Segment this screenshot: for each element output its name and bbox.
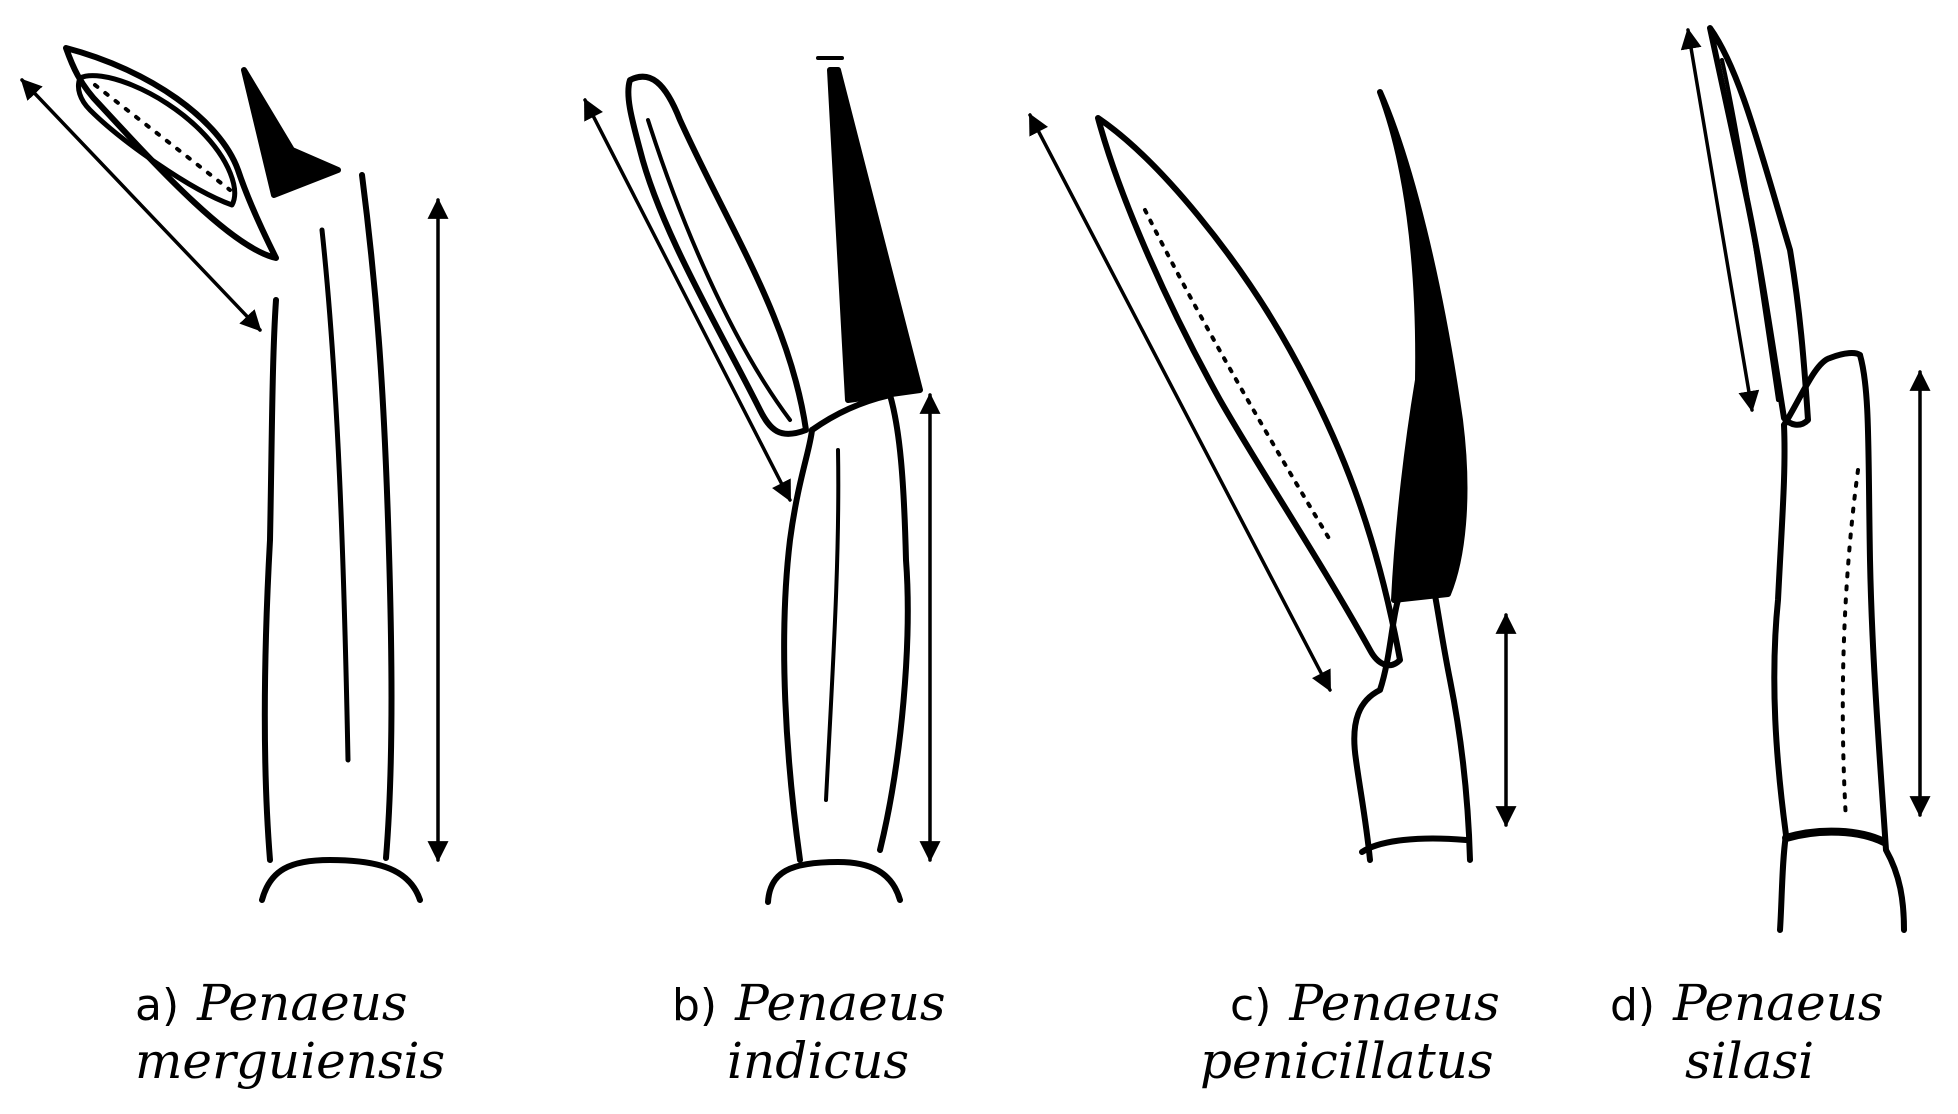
caption-d-letter: d) bbox=[1610, 980, 1655, 1031]
caption-c-species: penicillatus bbox=[1200, 1033, 1500, 1091]
panel-c-drawing bbox=[1030, 92, 1506, 860]
panel-a-base bbox=[262, 860, 420, 900]
panel-a-arrow-blade bbox=[22, 80, 260, 330]
caption-a-genus: Penaeus bbox=[197, 974, 407, 1032]
panel-b-inner-line bbox=[826, 450, 838, 800]
caption-b: b) Penaeus indicus bbox=[672, 975, 946, 1090]
caption-d: d) Penaeus silasi bbox=[1610, 975, 1884, 1090]
panel-d-dotted bbox=[1843, 470, 1858, 820]
panel-d-stalk-top bbox=[1784, 353, 1860, 425]
panel-b-drawing bbox=[585, 58, 930, 902]
caption-c-letter: c) bbox=[1230, 980, 1271, 1031]
panel-d-drawing bbox=[1688, 28, 1920, 930]
caption-b-species: indicus bbox=[672, 1033, 946, 1091]
caption-a-species: merguiensis bbox=[135, 1033, 445, 1091]
caption-a-letter: a) bbox=[135, 980, 179, 1031]
panel-c-base bbox=[1362, 839, 1466, 853]
panel-a-blade-inner bbox=[78, 76, 234, 205]
caption-d-genus: Penaeus bbox=[1673, 974, 1883, 1032]
caption-b-letter: b) bbox=[672, 980, 717, 1031]
panel-c-arrow-blade bbox=[1030, 115, 1330, 690]
caption-a: a) Penaeus merguiensis bbox=[135, 975, 445, 1090]
caption-c-genus: Penaeus bbox=[1289, 974, 1499, 1032]
caption-b-genus: Penaeus bbox=[735, 974, 945, 1032]
panel-b-spine-fill bbox=[830, 70, 920, 400]
panel-b-blade bbox=[628, 77, 806, 434]
panel-b-blade-inner bbox=[648, 120, 790, 420]
panel-a-tip-fill bbox=[244, 70, 338, 195]
panel-c-stalk bbox=[1354, 590, 1470, 860]
panel-c-spine-fill bbox=[1380, 92, 1464, 600]
panel-d-band bbox=[1786, 832, 1884, 842]
caption-d-species: silasi bbox=[1610, 1033, 1884, 1091]
panel-b-base bbox=[768, 862, 900, 902]
panel-b-stalk bbox=[784, 395, 908, 860]
caption-c: c) Penaeus penicillatus bbox=[1200, 975, 1500, 1090]
panel-a-drawing bbox=[22, 48, 438, 900]
panel-b-arrow-blade bbox=[585, 100, 790, 500]
panel-c-blade bbox=[1098, 118, 1400, 665]
panel-d-blade bbox=[1710, 28, 1808, 425]
panel-a-inner-line bbox=[322, 230, 348, 760]
